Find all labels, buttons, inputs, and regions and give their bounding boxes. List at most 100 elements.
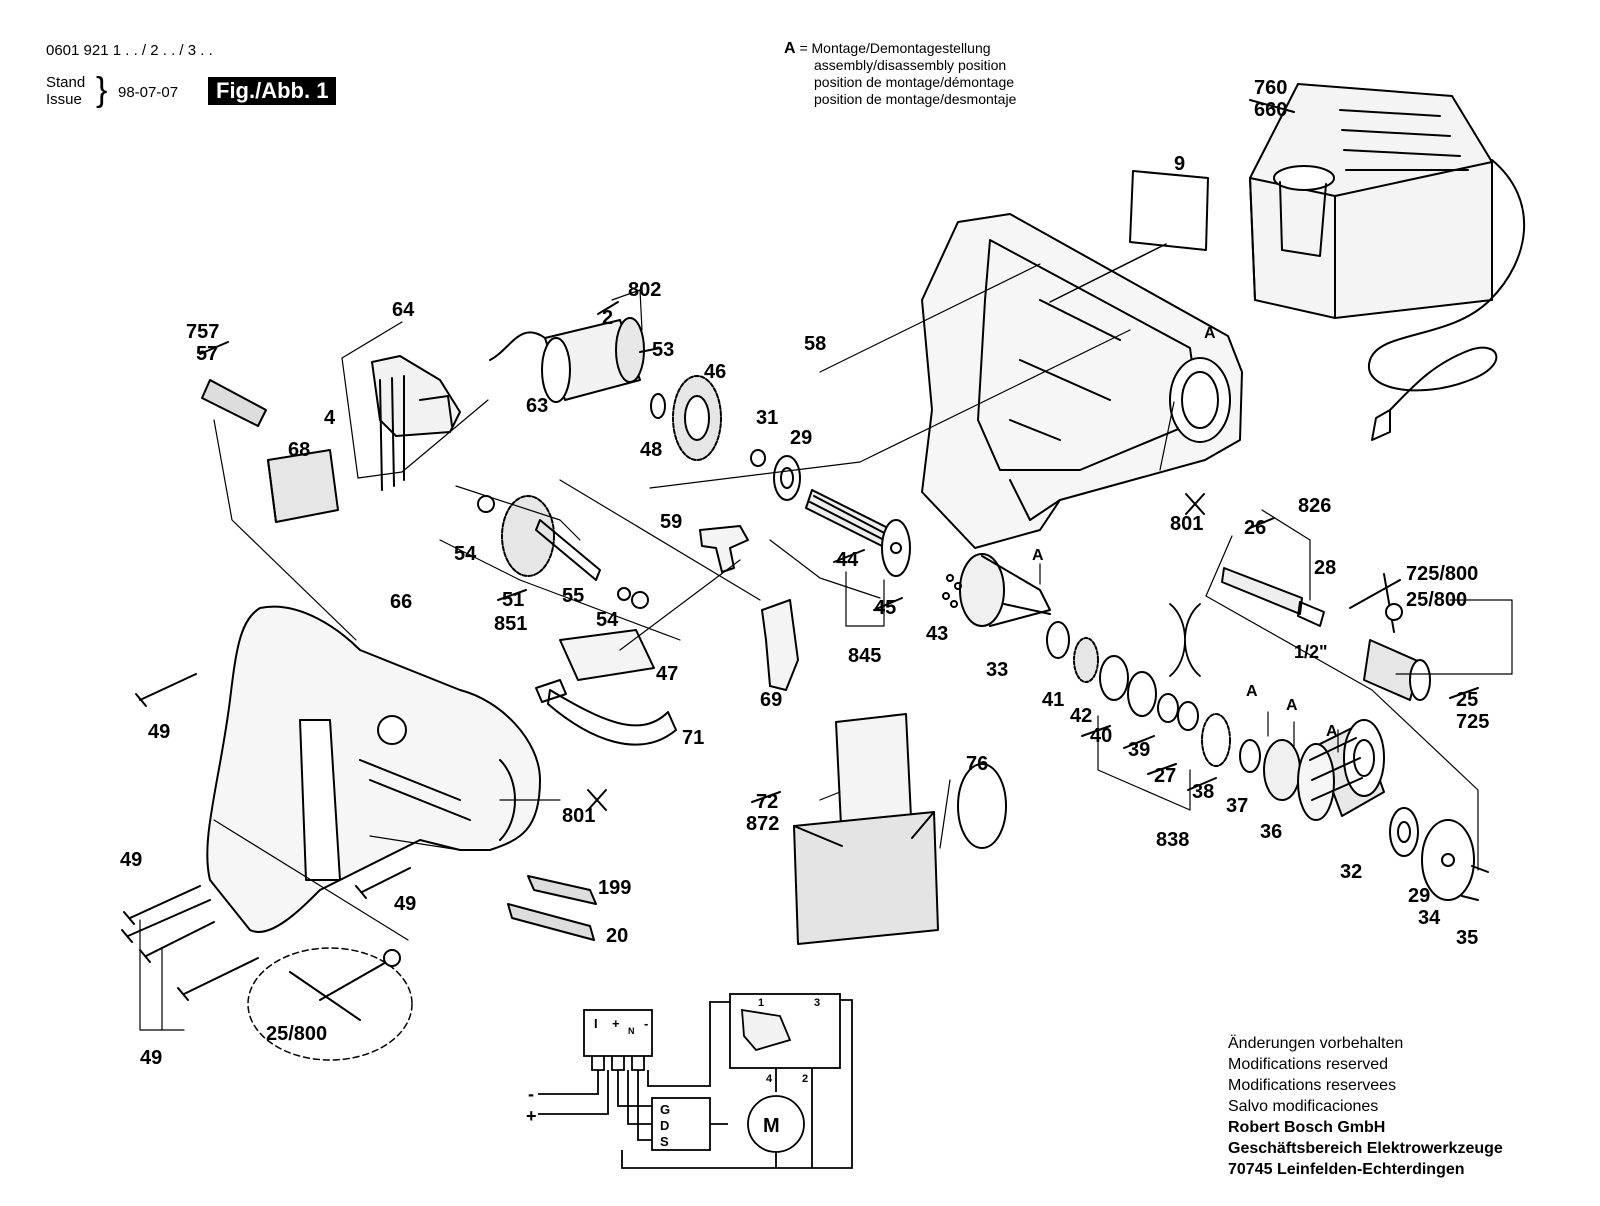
label-25: 25 xyxy=(1456,689,1478,711)
label-33: 33 xyxy=(986,659,1008,681)
charger-illustration xyxy=(1249,83,1525,441)
label-25-800: 25/800 xyxy=(266,1023,327,1045)
schematic-text: I + N - G D S M - + 1 3 4 2 xyxy=(526,997,820,1149)
switch-assembly xyxy=(371,355,461,491)
terminal-label: - xyxy=(644,1016,648,1031)
label-A: A xyxy=(1204,325,1216,342)
battery-pack xyxy=(793,713,939,945)
label-46: 46 xyxy=(704,361,726,383)
label-42: 42 xyxy=(1070,705,1092,727)
note-line: Salvo modificaciones xyxy=(1228,1098,1379,1115)
label-9: 9 xyxy=(1174,153,1185,175)
label-199: 199 xyxy=(598,877,631,899)
note-line: Änderungen vorbehalten xyxy=(1228,1035,1404,1052)
label-43: 43 xyxy=(926,623,948,645)
switch-pin: 1 xyxy=(758,997,764,1009)
chuck-key-oval xyxy=(247,947,413,1061)
label-54: 54 xyxy=(596,609,619,631)
label-57: 57 xyxy=(196,343,218,365)
label-49: 49 xyxy=(394,893,416,915)
label-A: A xyxy=(1286,697,1298,714)
label-59: 59 xyxy=(660,511,682,533)
label-725: 725 xyxy=(1456,711,1489,733)
label-845: 845 xyxy=(848,645,881,667)
part-labels: 760 660 9 802 2 53 64 757 57 63 4 68 58 … xyxy=(120,77,1489,1069)
minus-terminal: - xyxy=(528,1084,534,1104)
label-34: 34 xyxy=(1418,907,1441,929)
issue-date: 98-07-07 xyxy=(118,84,179,101)
switch-pin: 2 xyxy=(802,1073,808,1085)
figure-label: Fig./Abb. 1 xyxy=(208,77,337,105)
seal-ring-76 xyxy=(957,763,1007,849)
label-35: 35 xyxy=(1456,927,1478,949)
label-68: 68 xyxy=(288,439,310,461)
spindle-assembly xyxy=(805,489,911,577)
gear-51 xyxy=(477,495,649,609)
label-32: 32 xyxy=(1340,861,1362,883)
label-72: 72 xyxy=(756,791,778,813)
label-48: 48 xyxy=(640,439,662,461)
housing-right-half xyxy=(921,213,1243,549)
lever-59 xyxy=(699,525,749,573)
label-29: 29 xyxy=(1408,885,1430,907)
label-55: 55 xyxy=(562,585,584,607)
label-725-800: 725/800 xyxy=(1406,563,1478,585)
stand-label: Stand xyxy=(46,74,86,91)
label-801: 801 xyxy=(1170,513,1203,535)
label-44: 44 xyxy=(836,549,859,571)
label-53: 53 xyxy=(652,339,674,361)
clutch-33 xyxy=(959,553,1051,627)
label-63: 63 xyxy=(526,395,548,417)
label-76: 76 xyxy=(966,753,988,775)
label-29: 29 xyxy=(790,427,812,449)
label-26: 26 xyxy=(1244,517,1266,539)
label-64: 64 xyxy=(392,299,415,321)
label-31: 31 xyxy=(756,407,778,429)
label-25-800: 25/800 xyxy=(1406,589,1467,611)
legend-line: position de montage/démontage xyxy=(814,74,1015,90)
plate-47 xyxy=(559,629,655,681)
label-20: 20 xyxy=(606,925,628,947)
label-760: 760 xyxy=(1254,77,1287,99)
switch-pin: 4 xyxy=(766,1073,773,1085)
clip-69 xyxy=(761,599,799,691)
terminal-label: + xyxy=(612,1016,620,1031)
label-40: 40 xyxy=(1090,725,1112,747)
label-41: 41 xyxy=(1042,689,1064,711)
label-757: 757 xyxy=(186,321,219,343)
label-38: 38 xyxy=(1192,781,1214,803)
label-28: 28 xyxy=(1314,557,1336,579)
assembly-legend: A = Montage/Demontagestellung assembly/d… xyxy=(784,40,1016,108)
label-71: 71 xyxy=(682,727,704,749)
label-A: A xyxy=(1326,723,1338,740)
gear-46 xyxy=(672,375,722,461)
label-2: 2 xyxy=(602,307,613,329)
wiring-schematic xyxy=(538,993,853,1169)
switch-pin: 3 xyxy=(814,997,820,1009)
label-851: 851 xyxy=(494,613,527,635)
label-half-inch: 1/2" xyxy=(1294,642,1328,662)
terminal-label: I xyxy=(594,1016,598,1031)
label-47: 47 xyxy=(656,663,678,685)
label-838: 838 xyxy=(1156,829,1189,851)
label-36: 36 xyxy=(1260,821,1282,843)
fet-source: S xyxy=(660,1134,669,1149)
drill-chuck xyxy=(1221,567,1431,701)
label-58: 58 xyxy=(804,333,826,355)
notes-block: Änderungen vorbehalten Modifications res… xyxy=(1228,1033,1503,1180)
label-plate xyxy=(1129,170,1209,251)
note-line: Modifications reservees xyxy=(1228,1077,1397,1094)
part-number: 0601 921 1 . . / 2 . . / 3 . . xyxy=(46,42,213,59)
motor-symbol: M xyxy=(763,1115,780,1137)
label-49: 49 xyxy=(120,849,142,871)
plus-terminal: + xyxy=(526,1106,537,1126)
screws-49 xyxy=(121,673,411,1001)
label-49: 49 xyxy=(148,721,170,743)
label-660: 660 xyxy=(1254,99,1287,121)
legend-line: position de montage/desmontaje xyxy=(814,91,1017,107)
label-826: 826 xyxy=(1298,495,1331,517)
housing-left-half xyxy=(206,605,541,933)
fet-drain: D xyxy=(660,1118,669,1133)
label-54: 54 xyxy=(454,543,477,565)
